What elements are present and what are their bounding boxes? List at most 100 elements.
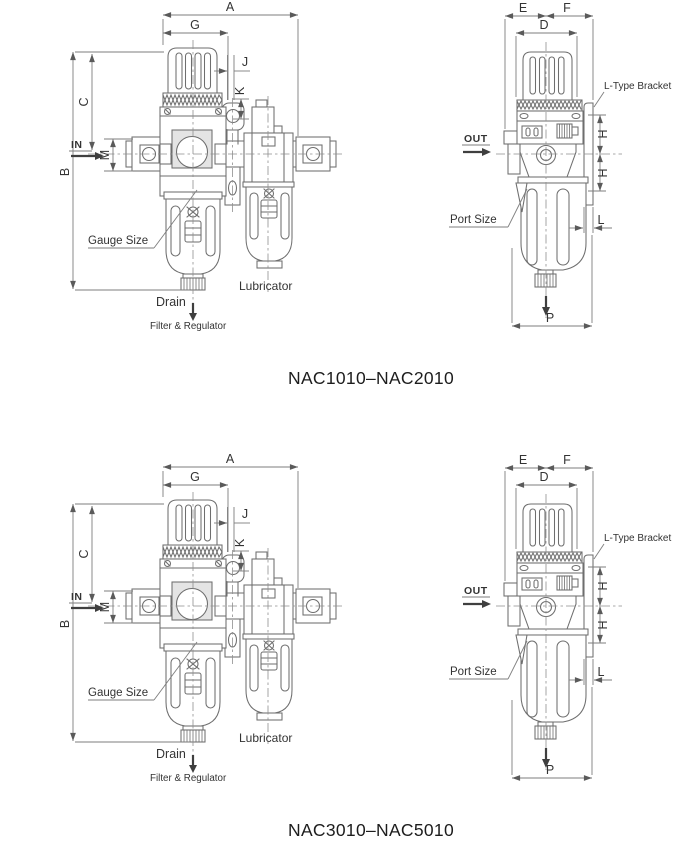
drain-arrow-icon — [189, 313, 197, 321]
side-knob — [516, 503, 583, 564]
gauge-icon — [175, 587, 209, 621]
side-callouts: L-Type Bracket Port Size — [449, 81, 671, 316]
gauge-size-label: Gauge Size — [88, 235, 148, 247]
dim-label-j: J — [242, 55, 248, 69]
lubricator-body — [243, 132, 294, 183]
side-knob — [516, 51, 583, 112]
dim-label-c: C — [77, 97, 91, 106]
side-port-tab — [503, 130, 521, 175]
lubricator-body — [243, 584, 294, 635]
dim-label-g: G — [190, 18, 200, 32]
dim-label-p: P — [546, 311, 554, 325]
front-dimensions — [70, 464, 299, 743]
out-label: OUT — [464, 585, 488, 597]
dim-label-j: J — [242, 507, 248, 521]
side-port-block — [519, 143, 577, 178]
dim-label-p: P — [546, 763, 554, 777]
lubricator-label: Lubricator — [239, 731, 292, 745]
side-bowl — [515, 176, 589, 288]
dim-label-d: D — [539, 470, 548, 484]
dim-label-l: L — [598, 213, 605, 227]
technical-drawing: A G B C J K M IN Gauge Size — [58, 452, 671, 784]
side-port-block — [519, 595, 577, 630]
side-drain-knurl — [534, 725, 557, 740]
gauge-size-label: Gauge Size — [88, 687, 148, 699]
bowl-latch — [515, 182, 528, 213]
dim-label-b: B — [58, 168, 72, 176]
flow-in: IN — [69, 139, 104, 160]
dim-label-m: M — [98, 150, 112, 160]
out-arrow-icon — [482, 148, 491, 156]
centerlines-front — [88, 492, 345, 768]
port-size-label: Port Size — [450, 214, 497, 226]
in-label: IN — [71, 591, 83, 603]
side-callouts: L-Type Bracket Port Size — [449, 533, 671, 768]
figure-group: A G B C J K M IN Gauge Size — [0, 0, 696, 410]
front-callouts: Gauge Size Drain Filter & Regulator Lubr… — [88, 189, 292, 332]
flow-out: OUT — [462, 585, 491, 608]
lubricator-label: Lubricator — [239, 279, 292, 293]
dim-label-c: C — [77, 549, 91, 558]
in-arrow-icon — [95, 604, 104, 612]
lubricator-fill-plug — [251, 551, 283, 586]
dim-label-b: B — [58, 620, 72, 628]
technical-drawing: A G B C J K M IN Gauge Size — [58, 0, 671, 332]
dim-label-g: G — [190, 470, 200, 484]
dim-label-h-upper: H — [596, 129, 610, 138]
centerlines-front — [88, 40, 345, 316]
dim-label-a: A — [226, 452, 235, 466]
dim-label-h-upper: H — [596, 581, 610, 590]
figure-title: NAC3010–NAC5010 — [288, 820, 454, 840]
lubricator-bowl — [242, 181, 295, 269]
dim-label-m: M — [98, 602, 112, 612]
dim-label-f: F — [563, 453, 571, 467]
dim-label-h-lower: H — [596, 168, 610, 177]
out-label: OUT — [464, 133, 488, 145]
in-label: IN — [71, 139, 83, 151]
dim-label-d: D — [539, 18, 548, 32]
figure-title: NAC1010–NAC2010 — [288, 368, 454, 388]
lubricator-fill-plug — [251, 99, 283, 134]
flow-out: OUT — [462, 133, 491, 156]
regulator-knob — [162, 47, 223, 108]
dim-label-e: E — [519, 453, 527, 467]
dim-label-k: K — [233, 86, 247, 95]
side-dimensions — [504, 465, 612, 781]
drain-arrow-icon — [189, 765, 197, 773]
dim-label-l: L — [598, 665, 605, 679]
dim-label-a: A — [226, 0, 235, 14]
out-arrow-icon — [482, 600, 491, 608]
figure-group: A G B C J K M IN Gauge Size — [0, 452, 696, 862]
side-view: E F D H H L P OUT L-Type Bracket — [449, 453, 671, 781]
dim-label-f: F — [563, 1, 571, 15]
port-size-label: Port Size — [450, 666, 497, 678]
gauge-icon — [175, 135, 209, 169]
front-callouts: Gauge Size Drain Filter & Regulator Lubr… — [88, 641, 292, 784]
side-port-tab — [503, 582, 521, 627]
bottom-arrow-icon — [542, 759, 550, 768]
filter-regulator-caption: Filter & Regulator — [150, 773, 227, 784]
drain-label: Drain — [156, 747, 186, 761]
dim-label-e: E — [519, 1, 527, 15]
drain-label: Drain — [156, 295, 186, 309]
side-drain-knurl — [534, 273, 557, 288]
in-arrow-icon — [95, 152, 104, 160]
front-view: A G B C J K M IN Gauge Size — [58, 0, 345, 332]
bracket-label: L-Type Bracket — [604, 533, 671, 544]
regulator-knob — [162, 499, 223, 560]
side-regulator-body — [516, 562, 584, 597]
bracket-label: L-Type Bracket — [604, 81, 671, 92]
side-regulator-body — [516, 110, 584, 145]
dim-label-k: K — [233, 538, 247, 547]
flow-in: IN — [69, 591, 104, 612]
lubricator-bowl — [242, 633, 295, 721]
filter-regulator-caption: Filter & Regulator — [150, 321, 227, 332]
bowl-latch — [515, 634, 528, 665]
bottom-arrow-icon — [542, 307, 550, 316]
side-view: E F D H H L P OUT L-Type Bracket — [449, 1, 671, 329]
side-dimensions — [504, 13, 612, 329]
front-view: A G B C J K M IN Gauge Size — [58, 452, 345, 784]
dim-label-h-lower: H — [596, 620, 610, 629]
front-dimensions — [70, 12, 299, 291]
